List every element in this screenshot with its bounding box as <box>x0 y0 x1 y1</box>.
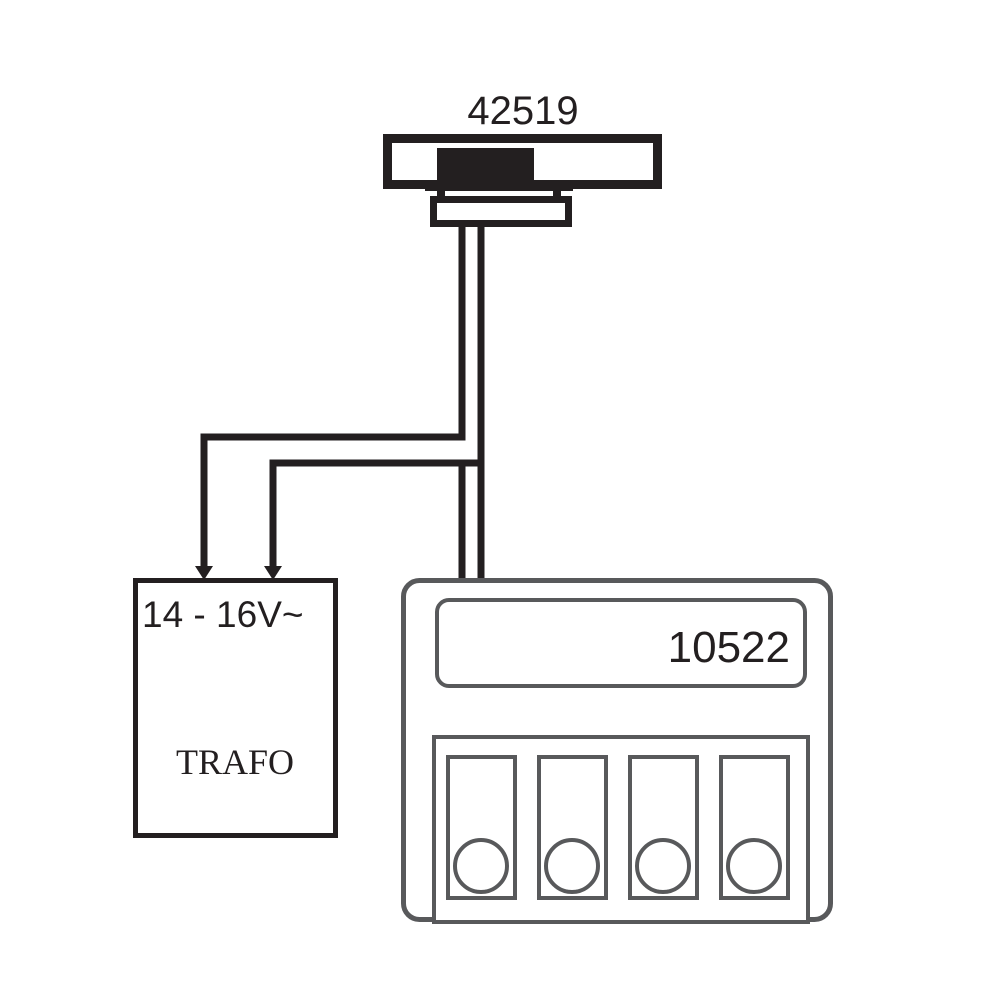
lamp-mount-box <box>430 196 572 227</box>
trafo-name-label: TRAFO <box>176 742 294 782</box>
controller-button-2[interactable] <box>537 755 608 900</box>
wire-controller-to-trafo-terminal-2 <box>269 459 481 568</box>
lamp-bracket-post-right <box>553 189 561 199</box>
wiring-harness <box>195 222 485 582</box>
wire-lamp-to-trafo-terminal-1 <box>200 222 466 568</box>
controller-unit[interactable]: 10522 <box>401 578 833 924</box>
lamp-bracket-bar <box>425 183 573 191</box>
button-1-indicator-icon <box>453 838 509 894</box>
lamp-part-number-label: 42519 <box>467 89 578 133</box>
lamp-emitter-block <box>437 148 534 181</box>
arrowhead-trafo-terminal-1 <box>195 566 213 580</box>
lamp-assembly: 42519 <box>383 89 662 227</box>
button-2-indicator-icon <box>544 838 600 894</box>
button-4-indicator-icon <box>726 838 782 894</box>
trafo-unit: 14 - 16V~ TRAFO <box>133 578 338 838</box>
controller-part-number-label: 10522 <box>668 623 790 672</box>
controller-button-4[interactable] <box>719 755 790 900</box>
controller-display <box>435 598 807 688</box>
controller-button-1[interactable] <box>446 755 517 900</box>
trafo-voltage-label: 14 - 16V~ <box>142 594 303 635</box>
lamp-bracket-post-left <box>437 189 445 199</box>
button-3-indicator-icon <box>635 838 691 894</box>
controller-button-3[interactable] <box>628 755 699 900</box>
arrowhead-trafo-terminal-2 <box>264 566 282 580</box>
trafo-box <box>133 578 338 838</box>
